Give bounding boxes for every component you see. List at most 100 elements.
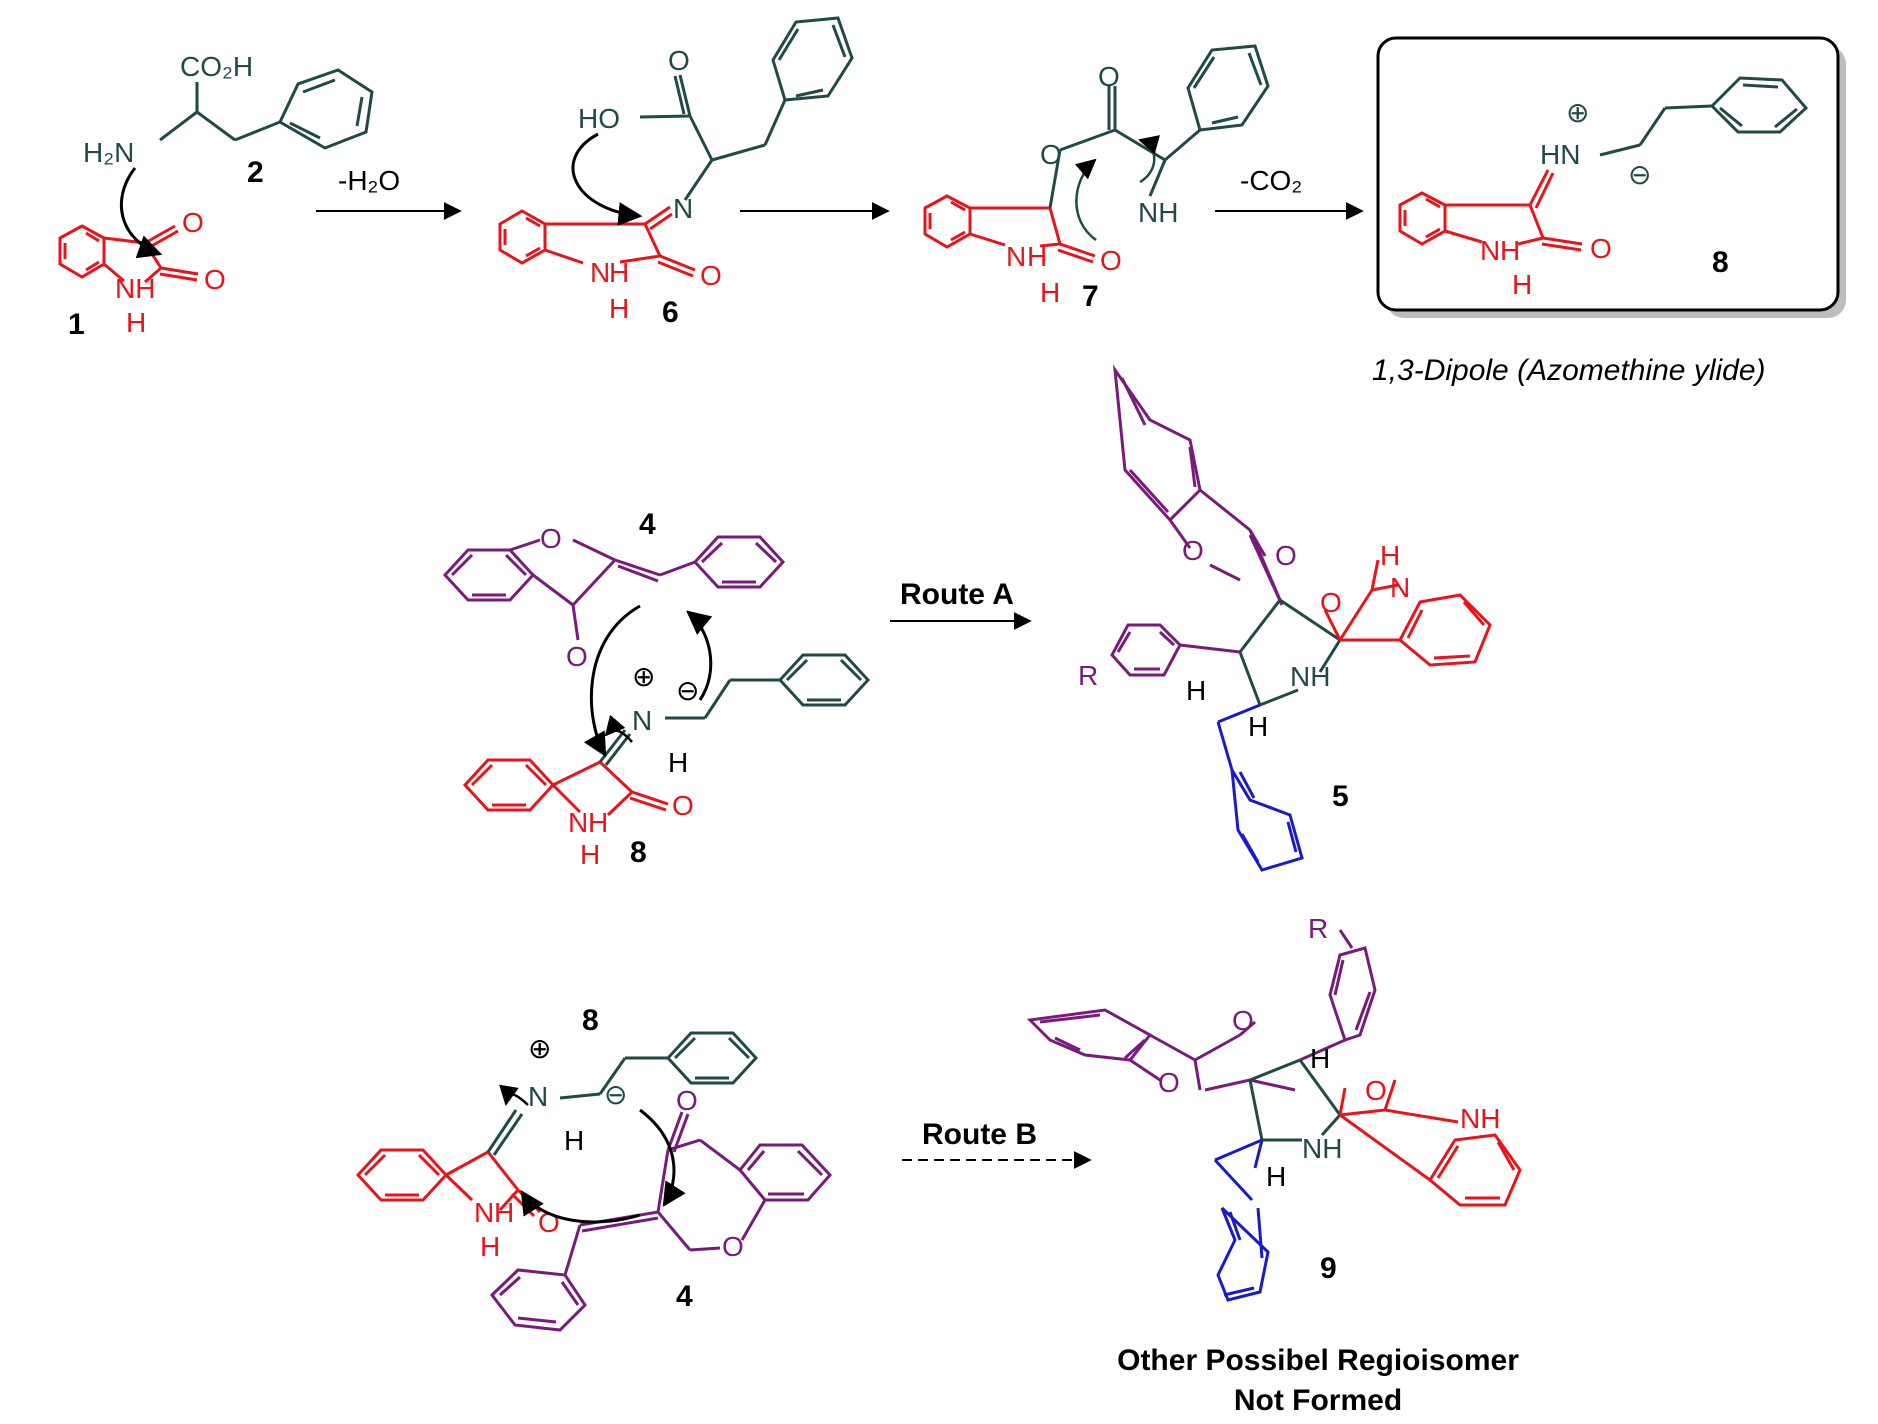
- atom-o: O: [1232, 1005, 1254, 1036]
- atom-o: O: [1040, 139, 1062, 170]
- atom-nh: NH: [1460, 1103, 1500, 1134]
- atom-h: H: [1512, 269, 1532, 300]
- compound-label-7: 7: [1082, 280, 1099, 313]
- atom-h2n: H₂N: [83, 137, 134, 168]
- compound-label-1: 1: [68, 308, 85, 341]
- atom-co2h: CO₂H: [180, 51, 253, 82]
- compound-label-4: 4: [676, 1280, 693, 1313]
- atom-o: O: [1158, 1067, 1180, 1098]
- atom-o: O: [700, 260, 722, 291]
- atom-o: O: [1100, 245, 1122, 276]
- compound-label-8: 8: [582, 1004, 599, 1037]
- atom-h: H: [1248, 711, 1268, 742]
- curved-arrow: [119, 167, 163, 259]
- atom-o: O: [722, 1231, 744, 1262]
- atom-r: R: [1308, 913, 1328, 944]
- plus-charge: ⊕: [528, 1033, 551, 1064]
- compound-label-6: 6: [662, 296, 679, 329]
- plus-charge: ⊕: [1566, 97, 1589, 128]
- atom-h: H: [609, 293, 629, 324]
- compound-label-8: 8: [630, 836, 647, 869]
- curved-arrow: [499, 1084, 529, 1106]
- atom-h: H: [609, 257, 629, 288]
- regioisomer-caption-line1: Other Possibel Regioisomer: [1117, 1344, 1519, 1377]
- atom-nh: NH: [115, 273, 155, 304]
- atom-h: H: [1027, 241, 1047, 272]
- atom-nh: NH: [1290, 661, 1330, 692]
- compound-label-4: 4: [639, 508, 656, 541]
- atom-o: O: [566, 641, 588, 672]
- atom-h: H: [668, 747, 688, 778]
- atom-nh: N: [1006, 241, 1026, 272]
- atom-o: O: [1275, 540, 1297, 571]
- atom-n: N: [1390, 572, 1410, 603]
- atom-o: O: [668, 45, 690, 76]
- compound-label-5: 5: [1332, 780, 1349, 813]
- regioisomer-caption-line2: Not Formed: [1234, 1384, 1402, 1417]
- atom-n: N: [528, 1081, 548, 1112]
- atom-h: H: [494, 1197, 514, 1228]
- compound-7-ring: [1048, 44, 1270, 242]
- atom-n: N: [590, 257, 610, 288]
- arrow-3-label: -CO₂: [1240, 165, 1302, 196]
- curved-arrow: [604, 714, 633, 743]
- atom-o: O: [540, 523, 562, 554]
- curved-arrow: [520, 1189, 641, 1224]
- atom-h: H: [564, 1125, 584, 1156]
- curved-arrow: [639, 1108, 686, 1208]
- dipole-box: [1376, 36, 1840, 312]
- atom-nh: NH: [1138, 197, 1178, 228]
- atom-o: O: [204, 264, 226, 295]
- atom-r: R: [1078, 660, 1098, 691]
- compound-6-side-chain: [639, 16, 854, 201]
- compound-8-dipole-middle: [462, 758, 669, 817]
- route-a-label: Route A: [900, 578, 1014, 611]
- curved-arrow: [583, 604, 641, 758]
- compound-8-bottom-chain: [486, 1031, 759, 1156]
- atom-nh: NH: [1302, 1133, 1342, 1164]
- atom-o: O: [538, 1207, 560, 1238]
- atom-nh: N: [1480, 235, 1500, 266]
- curved-arrow: [571, 132, 643, 226]
- compound-label-9: 9: [1320, 1252, 1337, 1285]
- atom-n: N: [673, 193, 693, 224]
- compound-8-side-chain: [1599, 76, 1809, 157]
- compound-9-regioisomer: [1026, 929, 1522, 1302]
- atom-h: H: [1040, 277, 1060, 308]
- atom-o: O: [1098, 61, 1120, 92]
- compound-5-product: [1110, 364, 1492, 872]
- plus-charge: ⊕: [632, 661, 655, 692]
- dipole-caption: 1,3-Dipole (Azomethine ylide): [1372, 354, 1766, 387]
- atom-h: H: [588, 807, 608, 838]
- route-b-label: Route B: [922, 1118, 1037, 1151]
- atom-nh: N: [474, 1197, 494, 1228]
- compound-8-dipole: [1398, 169, 1583, 252]
- atom-o: O: [672, 790, 694, 821]
- atom-h: H: [1380, 540, 1400, 571]
- atom-h: H: [1310, 1043, 1330, 1074]
- minus-charge: ⊖: [1628, 159, 1651, 190]
- atom-o: O: [676, 1085, 698, 1116]
- compound-label-8: 8: [1712, 246, 1729, 279]
- atom-h: H: [480, 1231, 500, 1262]
- compound-4-chromanone: [442, 535, 786, 641]
- minus-charge: ⊖: [604, 1079, 627, 1110]
- compound-7-oxazolidinone: [923, 194, 1096, 264]
- compound-2-phenylalanine: [159, 68, 374, 150]
- atom-h: H: [126, 307, 146, 338]
- atom-nh: N: [568, 807, 588, 838]
- atom-h: H: [1500, 235, 1520, 266]
- atom-n: N: [632, 705, 652, 736]
- atom-h: H: [580, 839, 600, 870]
- atom-o: O: [1182, 535, 1204, 566]
- atom-ho: HO: [578, 103, 620, 134]
- atom-hn: HN: [1540, 139, 1580, 170]
- atom-h: H: [1186, 675, 1206, 706]
- atom-o: O: [1590, 233, 1612, 264]
- minus-charge: ⊖: [676, 675, 699, 706]
- atom-h: H: [1266, 1161, 1286, 1192]
- atom-o: O: [1365, 1075, 1387, 1106]
- atom-o: O: [1320, 587, 1342, 618]
- compound-label-2: 2: [247, 156, 264, 189]
